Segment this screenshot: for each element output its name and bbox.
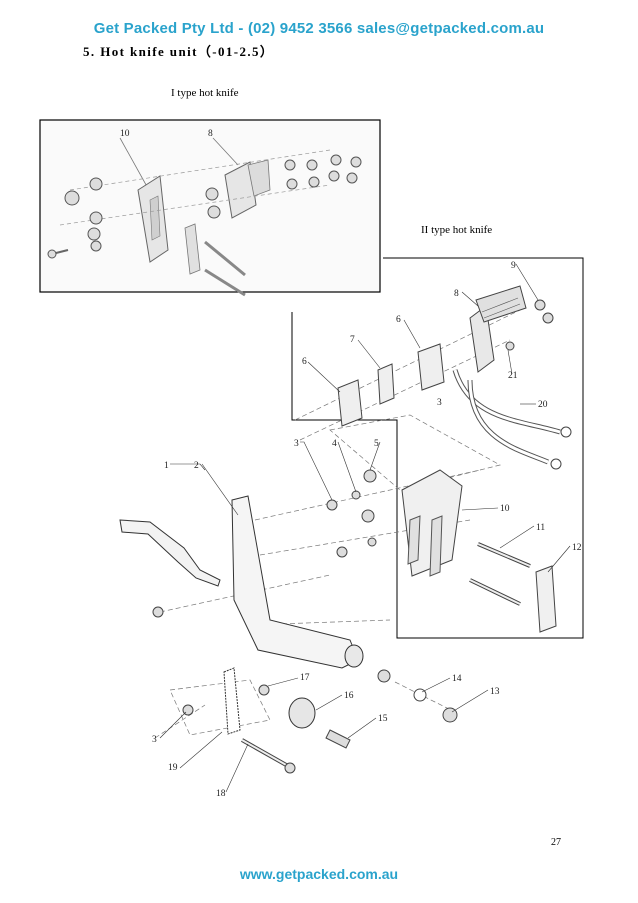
lever-assembly (119, 495, 458, 774)
callout-3-mid: 3 (437, 398, 442, 408)
callout-19: 19 (168, 763, 178, 773)
assembly-axes (154, 309, 521, 739)
callout-20: 20 (538, 400, 548, 410)
type1-label: I type hot knife (171, 87, 239, 99)
callout-16: 16 (344, 691, 354, 701)
callout-7: 7 (350, 335, 355, 345)
page-number: 27 (551, 837, 561, 848)
callout-13: 13 (490, 687, 500, 697)
callout-9: 9 (511, 261, 516, 271)
type2-label: II type hot knife (421, 224, 493, 236)
callout-leaders (159, 263, 571, 793)
callout-11: 11 (536, 523, 545, 533)
callout-2: 2 (194, 461, 199, 471)
callout-8: 8 (454, 289, 459, 299)
callout-15: 15 (378, 714, 388, 724)
callout-1: 1 (164, 461, 169, 471)
callout-3-lower: 3 (152, 735, 157, 745)
callout-21: 21 (508, 371, 518, 381)
callout-12: 12 (572, 543, 582, 553)
callout-5: 5 (374, 439, 379, 449)
callout-10: 10 (500, 504, 510, 514)
callout-4: 4 (332, 439, 337, 449)
callout-6-right: 6 (396, 315, 401, 325)
callout-6-left: 6 (302, 357, 307, 367)
section-title: 5. Hot knife unit（-01-2.5） (83, 44, 275, 59)
callout-3-upper: 3 (294, 439, 299, 449)
callout-14: 14 (452, 674, 462, 684)
type1-diagram: 10 8 (39, 119, 381, 297)
type2-knife-parts (326, 285, 572, 633)
type1-callout-10: 10 (120, 129, 130, 139)
callout-17: 17 (300, 673, 310, 683)
header-contact: Get Packed Pty Ltd - (02) 9452 3566 sale… (93, 20, 545, 37)
type1-callout-8: 8 (208, 129, 213, 139)
callout-18: 18 (216, 789, 226, 799)
footer-url[interactable]: www.getpacked.com.au (239, 866, 399, 882)
